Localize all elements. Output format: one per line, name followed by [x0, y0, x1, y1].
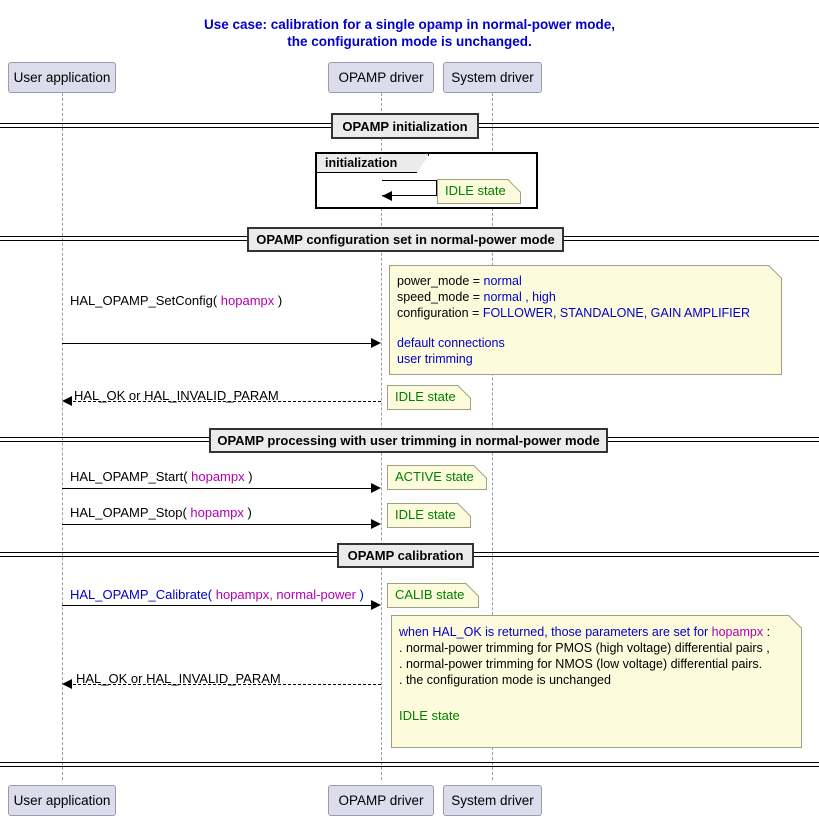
note-fold-line-icon: [789, 615, 802, 628]
divider-label-text: OPAMP processing with user trimming in n…: [217, 433, 600, 448]
participant-label: OPAMP driver: [338, 69, 424, 85]
note-fold-line-icon: [474, 465, 487, 478]
config-row-speed-mode: speed_mode = normal , high: [397, 289, 774, 305]
message-prefix: HAL_OK or HAL_INVALID_PARAM: [76, 671, 281, 686]
config-extra-default-connections: default connections: [397, 336, 505, 350]
arrow-setconfig-return: [68, 401, 381, 402]
note-fold-line-icon: [458, 503, 471, 516]
participant-label: System driver: [451, 792, 534, 808]
note-idle-state-after-setconfig: IDLE state: [387, 385, 471, 410]
state-label: IDLE state: [445, 183, 506, 198]
note-calibration-result: when HAL_OK is returned, those parameter…: [391, 615, 802, 748]
state-label: ACTIVE state: [395, 469, 474, 484]
participant-system-driver-top[interactable]: System driver: [443, 62, 542, 93]
message-label-hal-opamp-setconfig: HAL_OPAMP_SetConfig( hopampx ): [70, 294, 282, 307]
config-value: normal: [483, 274, 522, 288]
note-opamp-configuration: power_mode = normal speed_mode = normal …: [389, 265, 782, 375]
initialization-frame-tab: initialization: [317, 154, 429, 174]
calibration-line1-param: hopampx: [711, 625, 764, 639]
participant-label: User application: [13, 792, 111, 808]
config-spacer: [397, 321, 774, 335]
calibration-note-line-1: when HAL_OK is returned, those parameter…: [399, 624, 794, 640]
page-title: Use case: calibration for a single opamp…: [203, 17, 616, 49]
participant-opamp-driver-bottom[interactable]: OPAMP driver: [328, 785, 434, 816]
lifeline-user-application: [62, 93, 63, 780]
message-param: hopampx, normal-power: [215, 587, 356, 602]
participant-label: OPAMP driver: [338, 792, 424, 808]
message-prefix: HAL_OPAMP_Start(: [70, 469, 192, 484]
config-value: normal , high: [483, 290, 556, 304]
config-key: power_mode =: [397, 274, 484, 288]
divider-opamp-processing: OPAMP processing with user trimming in n…: [209, 428, 608, 453]
note-fold-line-icon: [458, 385, 471, 398]
message-suffix: ): [244, 469, 253, 484]
note-fold-line-icon: [508, 179, 521, 192]
config-value: FOLLOWER, STANDALONE, GAIN AMPLIFIER: [482, 306, 751, 320]
message-param: hopampx: [190, 505, 244, 520]
divider-label-text: OPAMP configuration set in normal-power …: [256, 232, 555, 247]
calibration-note-state: IDLE state: [399, 708, 460, 723]
message-prefix: HAL_OPAMP_SetConfig(: [70, 293, 221, 308]
note-calib-state-after-calibrate: CALIB state: [387, 583, 479, 608]
state-label: IDLE state: [395, 389, 456, 404]
arrowhead-hal-opamp-start: [371, 483, 381, 493]
message-suffix: ): [355, 587, 364, 602]
calibration-note-line-3: . normal-power trimming for NMOS (low vo…: [399, 657, 763, 671]
message-prefix: HAL_OPAMP_Stop(: [70, 505, 191, 520]
config-extra-user-trimming: user trimming: [397, 352, 473, 366]
arrow-hal-opamp-calibrate: [62, 605, 373, 606]
frame-tab-label: initialization: [325, 156, 398, 170]
divider-label-text: OPAMP calibration: [347, 548, 464, 563]
message-param: hopampx: [220, 293, 275, 308]
arrowhead-hal-opamp-calibrate: [371, 600, 381, 610]
state-label: IDLE state: [395, 507, 456, 522]
divider-opamp-initialization: OPAMP initialization: [331, 113, 479, 139]
arrow-hal-opamp-stop: [62, 524, 373, 525]
config-key: speed_mode =: [397, 290, 484, 304]
arrow-hal-opamp-start: [62, 488, 373, 489]
calibration-line1-prefix: when HAL_OK is returned, those parameter…: [399, 625, 712, 639]
self-call-arrowhead: [382, 191, 392, 201]
message-suffix: ): [243, 505, 252, 520]
self-call-loop: [382, 180, 437, 196]
config-row-power-mode: power_mode = normal: [397, 273, 774, 289]
note-fold-line-icon: [466, 583, 479, 596]
participant-user-application-top[interactable]: User application: [8, 62, 116, 93]
note-active-state-after-start: ACTIVE state: [387, 465, 487, 490]
message-param: hopampx: [191, 469, 245, 484]
divider-opamp-configuration: OPAMP configuration set in normal-power …: [247, 227, 564, 252]
note-idle-state-after-stop: IDLE state: [387, 503, 471, 528]
divider-rails-bottom: [0, 762, 819, 767]
config-key: configuration =: [397, 306, 483, 320]
arrow-calibrate-return: [68, 684, 381, 685]
participant-label: System driver: [451, 69, 534, 85]
participant-opamp-driver-top[interactable]: OPAMP driver: [328, 62, 434, 93]
calibration-note-line-4: . the configuration mode is unchanged: [399, 673, 611, 687]
config-row-configuration: configuration = FOLLOWER, STANDALONE, GA…: [397, 305, 774, 321]
arrowhead-hal-opamp-setconfig: [371, 338, 381, 348]
calibration-line1-suffix: :: [763, 625, 771, 639]
participant-system-driver-bottom[interactable]: System driver: [443, 785, 542, 816]
arrowhead-calibrate-return: [62, 679, 72, 689]
message-label-hal-opamp-stop: HAL_OPAMP_Stop( hopampx ): [70, 506, 252, 519]
divider-opamp-calibration: OPAMP calibration: [337, 543, 474, 568]
note-fold-line-icon: [769, 265, 782, 278]
calibration-note-line-2: . normal-power trimming for PMOS (high v…: [399, 641, 770, 655]
message-label-hal-opamp-calibrate: HAL_OPAMP_Calibrate( hopampx, normal-pow…: [70, 588, 364, 601]
divider-label-text: OPAMP initialization: [342, 118, 468, 134]
calibration-note-spacer: [399, 688, 794, 708]
message-label-setconfig-return: HAL_OK or HAL_INVALID_PARAM: [74, 389, 279, 402]
arrowhead-hal-opamp-stop: [371, 519, 381, 529]
state-label: CALIB state: [395, 587, 465, 602]
message-suffix: ): [274, 293, 283, 308]
arrowhead-setconfig-return: [62, 396, 72, 406]
note-idle-state-init: IDLE state: [437, 179, 521, 204]
participant-user-application-bottom[interactable]: User application: [8, 785, 116, 816]
message-prefix: HAL_OPAMP_Calibrate(: [70, 587, 216, 602]
arrow-hal-opamp-setconfig: [62, 343, 373, 344]
message-label-hal-opamp-start: HAL_OPAMP_Start( hopampx ): [70, 470, 253, 483]
participant-label: User application: [13, 69, 111, 85]
message-prefix: HAL_OK or HAL_INVALID_PARAM: [74, 388, 279, 403]
message-label-calibrate-return: HAL_OK or HAL_INVALID_PARAM: [76, 672, 281, 685]
